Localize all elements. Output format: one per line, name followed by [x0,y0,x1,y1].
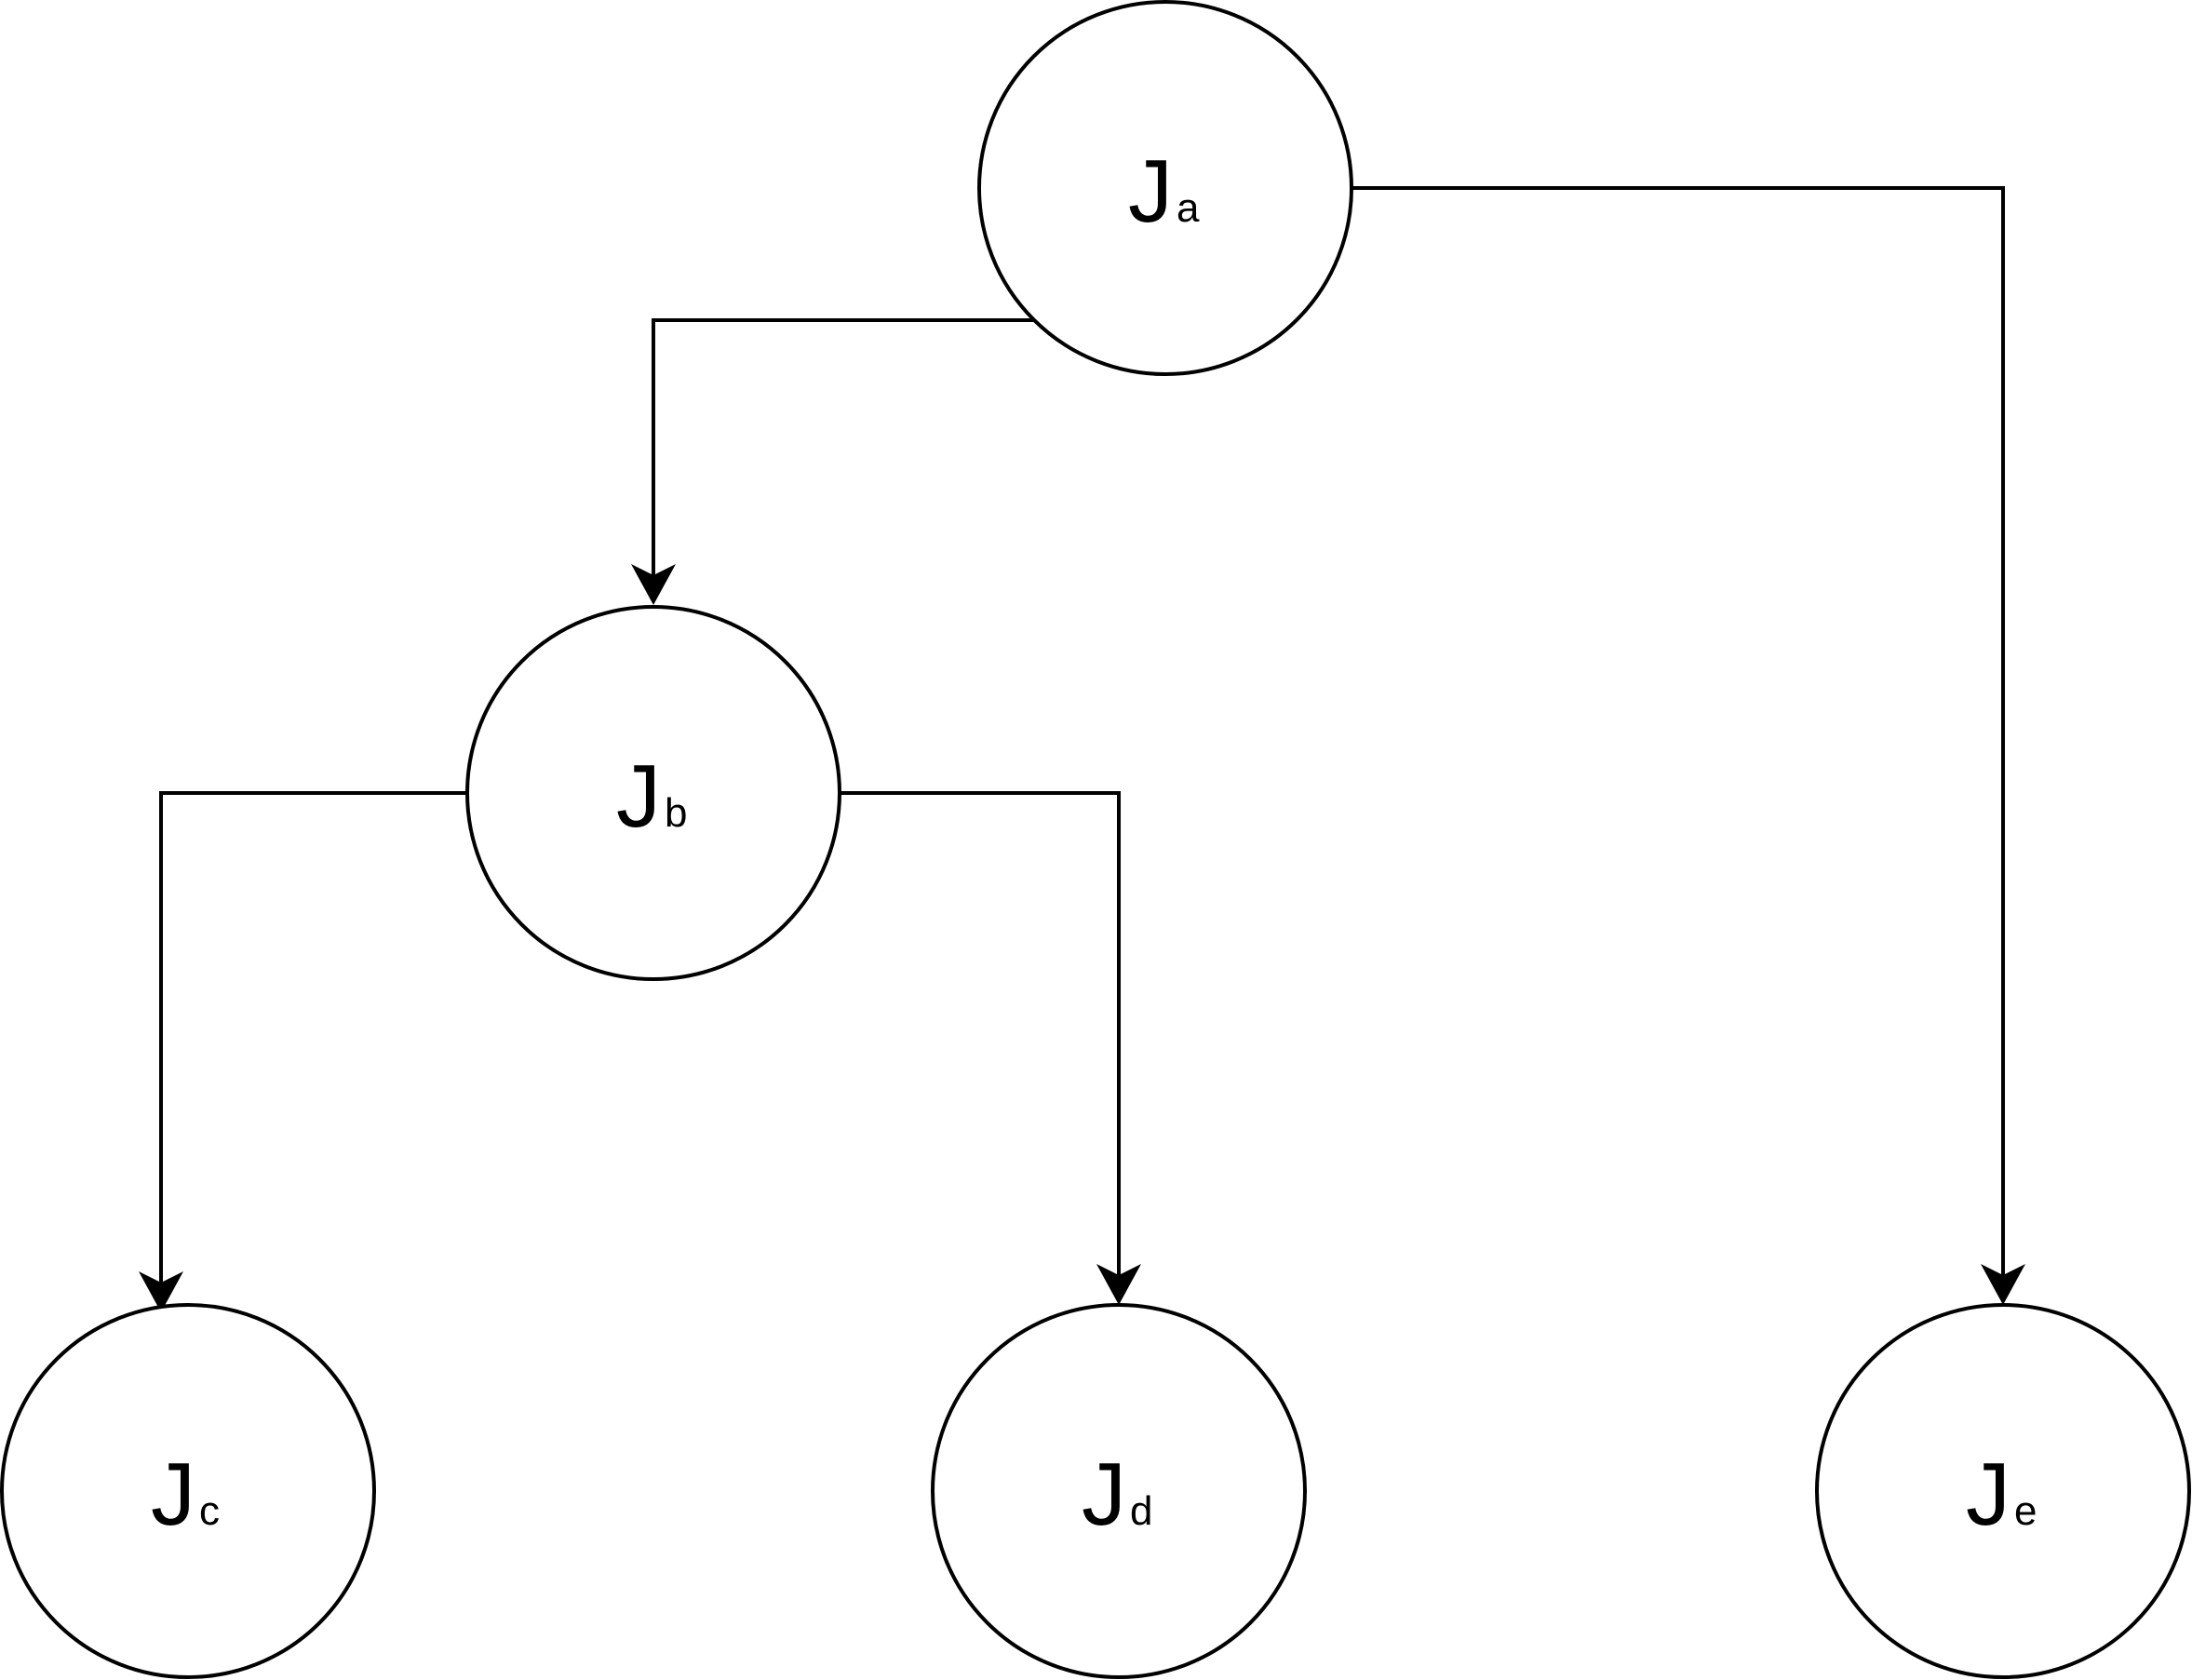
node-d: Jd [931,1303,1307,1679]
edges [139,186,2025,1312]
node-d-circle [931,1303,1307,1679]
edge-a-to-e [1352,186,2005,1277]
node-a-circle [977,0,1353,376]
svg-text:Ja: Ja [1128,141,1200,241]
edge-b-to-c [159,791,467,1284]
arrowhead-a-to-e [1981,1264,2025,1305]
arrowhead-b-to-c [139,1271,183,1312]
node-b: Jb [465,605,841,981]
edge-b-to-d [840,791,1121,1277]
arrowhead-a-to-b [631,564,676,605]
node-e-subscript: e [2014,1488,2037,1534]
node-c-circle [0,1303,376,1679]
node-c-subscript: c [199,1488,220,1534]
node-a: Ja [977,0,1353,376]
node-a-subscript: a [1177,185,1200,231]
node-b-label: J [616,746,661,846]
node-e-circle [1815,1303,2191,1679]
arrowhead-b-to-d [1096,1264,1141,1305]
node-a-label: J [1128,141,1173,241]
node-c: Jc [0,1303,376,1679]
node-b-subscript: b [665,790,687,836]
node-d-subscript: d [1130,1488,1152,1534]
svg-text:Jb: Jb [616,746,687,846]
node-e: Je [1815,1303,2191,1679]
node-d-label: J [1082,1445,1126,1544]
node-c-label: J [151,1445,195,1544]
node-e-label: J [1966,1445,2010,1544]
edge-a-to-b [652,318,1033,577]
svg-text:Jd: Jd [1082,1445,1152,1544]
svg-text:Je: Je [1966,1445,2037,1544]
svg-text:Jc: Jc [151,1445,220,1544]
node-b-circle [465,605,841,981]
